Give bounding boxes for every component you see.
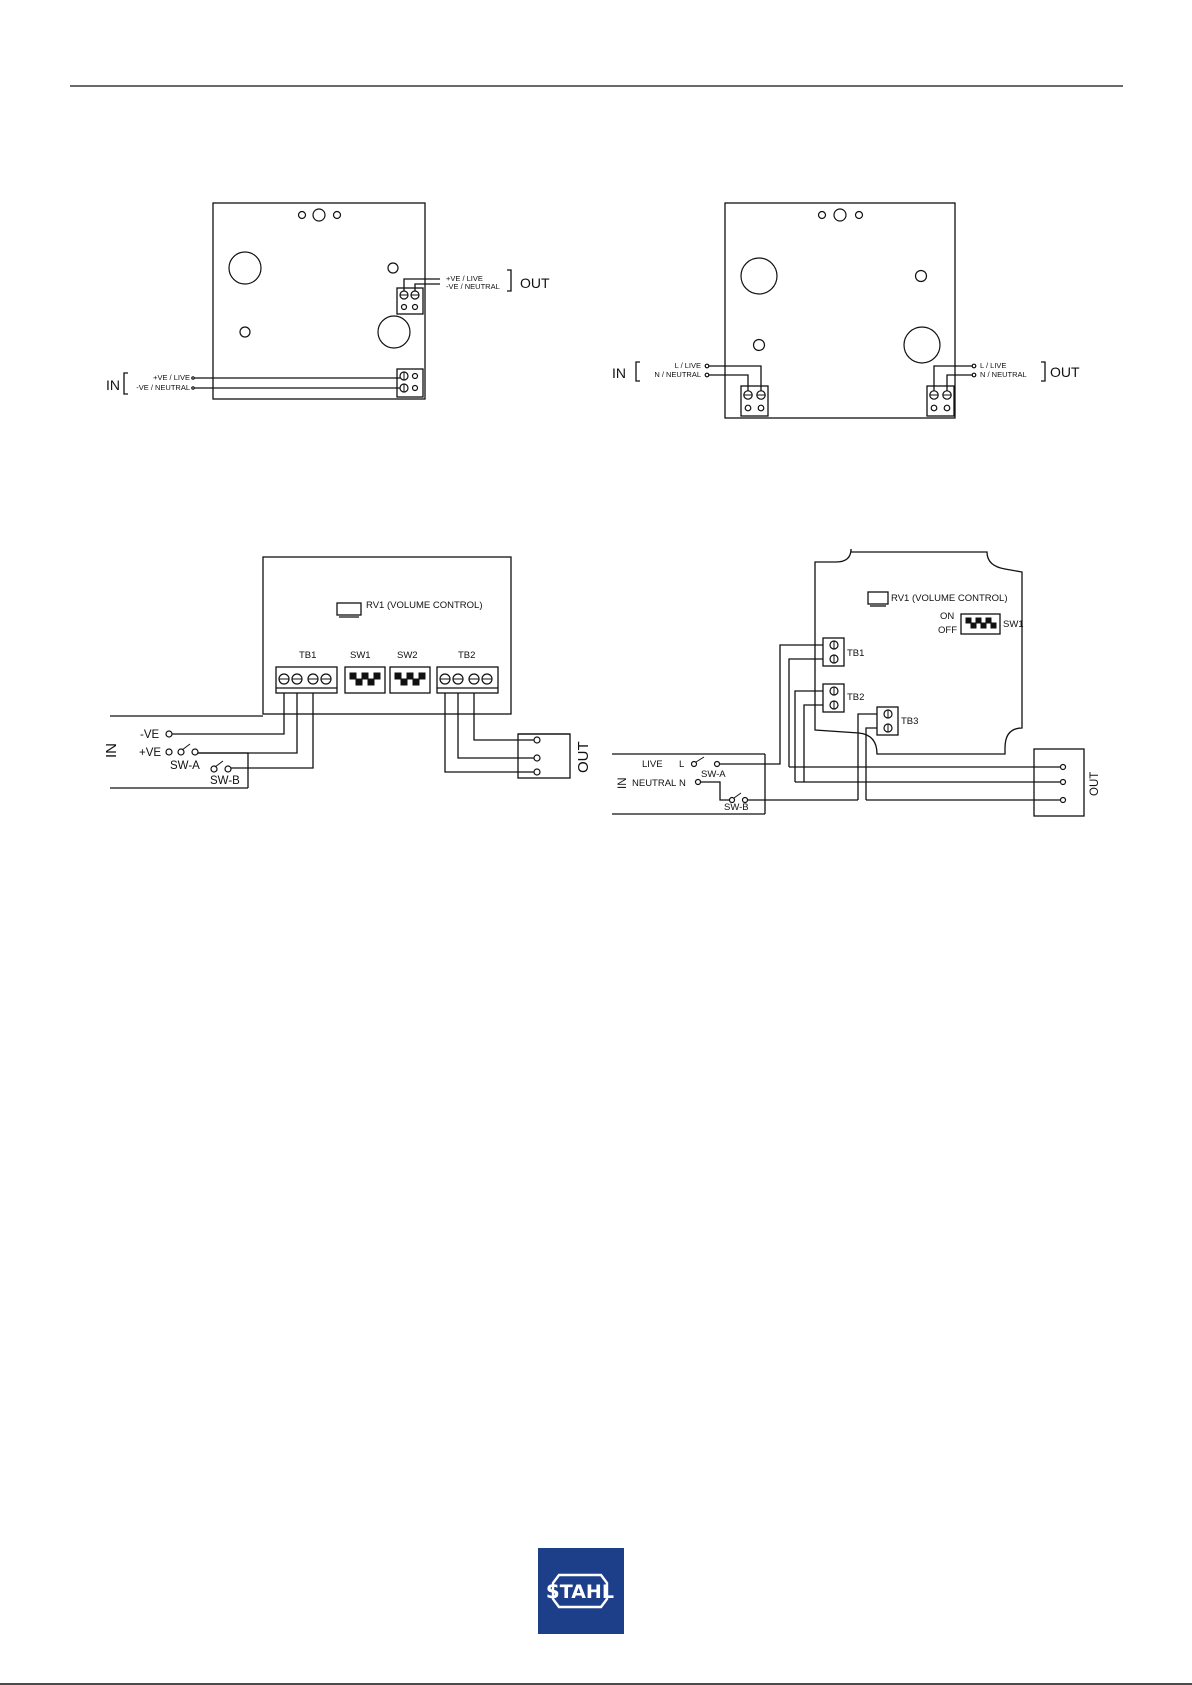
d3-sw2-label: SW2 — [397, 650, 418, 661]
d4-l-label: L — [679, 759, 684, 770]
d4-neutral-label: NEUTRAL — [632, 778, 676, 789]
d4-sw1-label: SW1 — [1003, 619, 1024, 630]
diagram-2-ac-wiring: IN L / LIVE N / NEUTRAL L / LIVE N / NEU… — [612, 203, 1080, 418]
d1-in-label: IN — [106, 377, 120, 393]
d4-tb3-label: TB3 — [901, 716, 918, 727]
d4-n-label: N — [679, 778, 686, 789]
d3-tb2-label: TB2 — [458, 650, 475, 661]
d1-in-neg-label: -VE / NEUTRAL — [136, 383, 190, 392]
logo-text: STAHL — [546, 1581, 614, 1603]
d2-out-neutral-label: N / NEUTRAL — [980, 370, 1027, 379]
d4-live-label: LIVE — [642, 759, 663, 770]
d4-rv1-label: RV1 (VOLUME CONTROL) — [891, 593, 1007, 604]
diagram-1-dc-wiring: +VE / LIVE -VE / NEUTRAL OUT IN +VE / LI… — [106, 203, 550, 399]
d3-sw1-label: SW1 — [350, 650, 371, 661]
d2-in-neutral-label: N / NEUTRAL — [654, 370, 701, 379]
d3-neg-label: -VE — [140, 729, 160, 741]
d3-tb1-label: TB1 — [299, 650, 316, 661]
d1-in-pos-label: +VE / LIVE — [153, 373, 190, 382]
d3-rv1-label: RV1 (VOLUME CONTROL) — [366, 600, 482, 611]
d2-out-live-label: L / LIVE — [980, 361, 1006, 370]
d3-out-label: OUT — [575, 741, 592, 773]
d4-off-label: OFF — [938, 625, 957, 636]
stahl-logo: STAHL — [538, 1548, 624, 1634]
d2-in-label: IN — [612, 365, 626, 381]
d4-swa-label: SW-A — [701, 769, 726, 780]
d4-on-label: ON — [940, 611, 954, 622]
d4-tb1-label: TB1 — [847, 648, 864, 659]
d2-in-live-label: L / LIVE — [675, 361, 701, 370]
d3-in-label: IN — [103, 743, 120, 758]
diagram-4-ac-switch-wiring: RV1 (VOLUME CONTROL) ON OFF SW1 TB1 TB2 … — [612, 549, 1101, 816]
d4-out-label: OUT — [1089, 772, 1101, 796]
d3-swb-label: SW-B — [210, 775, 240, 787]
d4-swb-label: SW-B — [724, 802, 749, 813]
d3-pos-label: +VE — [139, 747, 161, 759]
diagram-3-dc-switch-wiring: RV1 (VOLUME CONTROL) TB1 SW1 SW2 TB2 -VE… — [103, 557, 592, 788]
d2-out-label: OUT — [1050, 364, 1080, 380]
d4-tb2-label: TB2 — [847, 692, 864, 703]
d1-out-label: OUT — [520, 275, 550, 291]
d3-swa-label: SW-A — [170, 760, 200, 772]
d1-out-neg-label: -VE / NEUTRAL — [446, 282, 500, 291]
d4-in-label: IN — [617, 778, 629, 790]
